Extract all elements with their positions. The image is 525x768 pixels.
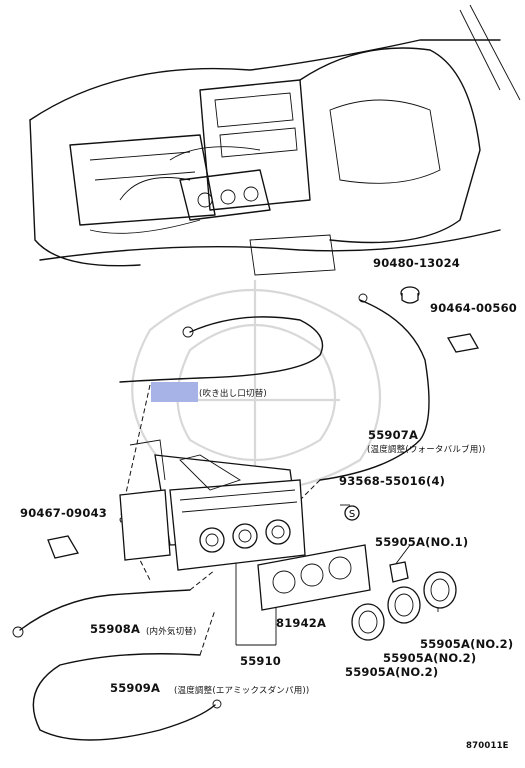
label-55908A: 55908A	[90, 622, 141, 636]
cable-55907A	[319, 293, 430, 481]
label-55910: 55910	[240, 654, 282, 668]
note-55909A: (温度調整(エアミックスダンパ用))	[174, 686, 310, 696]
note-55907A: (温度調整(ウォータバルブ用))	[367, 445, 486, 455]
panel-81942A	[257, 544, 371, 611]
figure-code: 870011E	[466, 741, 509, 751]
label-55907A: 55907A	[368, 428, 419, 442]
redacted-note: (吹き出し口切替)	[199, 389, 267, 399]
label-55909A: 55909A	[110, 681, 161, 695]
label-55905A-no2-b: 55905A(NO.2)	[383, 651, 477, 665]
label-81942A: 81942A	[276, 616, 327, 630]
label-55905A-no2-c: 55905A(NO.2)	[345, 665, 439, 679]
label-90464-00560: 90464-00560	[430, 301, 517, 315]
label-90480-13024: 90480-13024	[373, 256, 460, 270]
knobs-55905A	[351, 561, 457, 641]
label-55905A-no2-a: 55905A(NO.2)	[420, 637, 514, 651]
small-parts	[47, 286, 480, 559]
marker-s: S	[349, 509, 355, 520]
cable-redacted	[119, 316, 324, 383]
dashboard-illustration	[29, 4, 521, 276]
label-93568-55016: 93568-55016(4)	[339, 474, 446, 488]
heater-control-unit	[119, 439, 306, 571]
label-90467-09043: 90467-09043	[20, 506, 107, 520]
note-55908A: (内外気切替)	[146, 627, 197, 637]
label-55905A-no1: 55905A(NO.1)	[375, 535, 469, 549]
cable-55909A	[32, 653, 222, 741]
redacted-label-box	[151, 382, 198, 402]
cable-55908A	[12, 589, 191, 638]
